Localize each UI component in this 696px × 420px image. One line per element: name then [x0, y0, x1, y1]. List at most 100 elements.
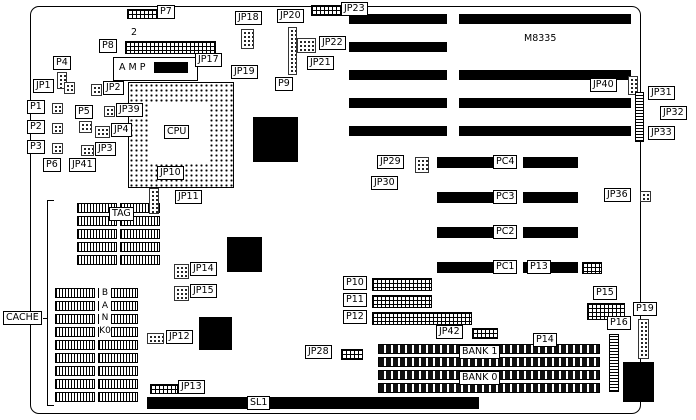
cache-chip [98, 314, 138, 324]
qfp-chip [253, 117, 298, 162]
jumper-label-jp36: JP36 [604, 188, 631, 202]
pin-header [582, 262, 602, 274]
pin-header [587, 303, 625, 320]
isa-slot-segment [349, 14, 447, 24]
pc-slot-segment [437, 262, 493, 273]
pin-header [150, 384, 178, 394]
jumper-block [638, 319, 649, 359]
sl1-slot [147, 397, 479, 409]
connector-label-p3: P3 [27, 140, 45, 154]
cache-bracket-tick [43, 318, 48, 319]
cache-chip [98, 340, 138, 350]
jumper-label-jp21: JP21 [307, 56, 334, 70]
cache-chip [120, 229, 160, 239]
jumper-label-jp23: JP23 [341, 2, 368, 16]
pc-slot-segment [523, 227, 578, 238]
jumper-label-jp2: JP2 [103, 81, 124, 95]
pc-slot-segment [437, 227, 493, 238]
cache-chip [120, 255, 160, 265]
jumper-label-jp15: JP15 [190, 284, 217, 298]
cache-chip [55, 314, 95, 324]
pin-header [125, 41, 216, 54]
jumper-label-jp10: JP10 [157, 166, 184, 180]
isa-slot-segment [349, 70, 447, 80]
pc-slot-segment [523, 157, 578, 168]
jumper-block [640, 191, 651, 202]
cache-chip [55, 288, 95, 298]
slot-label-pc3: PC3 [493, 190, 518, 204]
cache-chip [77, 229, 117, 239]
bank0-label: BANK 0 [459, 371, 501, 385]
cache-bracket-tick [47, 405, 54, 406]
cache-chip [77, 255, 117, 265]
jumper-block [81, 145, 94, 156]
connector-label-p10: P10 [343, 276, 367, 290]
jumper-block [52, 103, 63, 114]
slot-label-pc1: PC1 [493, 260, 518, 274]
cache-chip [98, 379, 138, 389]
pc-slot-segment [437, 192, 493, 203]
connector-label-p15: P15 [593, 286, 617, 300]
cache-bracket-tick [47, 200, 54, 201]
pin-header [311, 5, 341, 16]
jumper-block [64, 82, 75, 94]
connector-label-p11: P11 [343, 293, 367, 307]
jumper-label-jp12: JP12 [166, 330, 193, 344]
connector-label-p4: P4 [53, 56, 71, 70]
pin-header [372, 278, 432, 291]
cache-bank0-vertical-label: BANK0 [99, 286, 111, 338]
connector-label-p5: P5 [75, 105, 93, 119]
edge-connector [635, 92, 644, 142]
jumper-label-jp1: JP1 [33, 79, 54, 93]
cache-chip [55, 379, 95, 389]
cache-chip [55, 353, 95, 363]
tag-label: TAG [109, 207, 134, 221]
jumper-block [174, 264, 189, 279]
jumper-block [288, 27, 297, 75]
jumper-label-jp4: JP4 [111, 123, 132, 137]
cache-chip [120, 242, 160, 252]
pc-slot-segment [437, 157, 493, 168]
cache-bracket-line [47, 200, 48, 406]
jumper-block [628, 76, 638, 95]
jumper-block [147, 333, 164, 344]
connector-label-p9: P9 [275, 77, 293, 91]
connector-label-p16: P16 [607, 316, 631, 330]
jumper-label-jp19: JP19 [231, 65, 258, 79]
jumper-label-jp13: JP13 [178, 380, 205, 394]
jumper-label-jp39: JP39 [116, 103, 143, 117]
connector-label-p2: P2 [27, 120, 45, 134]
jumper-label-jp20: JP20 [277, 9, 304, 23]
jumper-label-jp41: JP41 [69, 158, 96, 172]
isa-slot-segment [459, 98, 631, 108]
amp-connector-bar [154, 62, 188, 73]
jumper-label-jp17: JP17 [195, 53, 222, 67]
cache-chip [98, 392, 138, 402]
jumper-label-jp42: JP42 [436, 325, 463, 339]
jumper-label-jp3: JP3 [95, 142, 116, 156]
jumper-block [91, 84, 102, 96]
cache-chip [98, 288, 138, 298]
jumper-block [149, 188, 159, 214]
slot-label-pc4: PC4 [493, 155, 518, 169]
pin-header [372, 295, 432, 308]
power-connector [623, 362, 654, 402]
qfp-chip [199, 317, 232, 350]
jumper-label-jp40: JP40 [590, 78, 617, 92]
jumper-block [52, 123, 63, 134]
jumper-block [95, 126, 110, 138]
slot-label-pc2: PC2 [493, 225, 518, 239]
connector-label-p1: P1 [27, 100, 45, 114]
cache-chip [55, 366, 95, 376]
pin-header [341, 349, 363, 360]
connector-label-p19: P19 [633, 302, 657, 316]
jumper-label-jp33: JP33 [648, 126, 675, 140]
jumper-label-jp18: JP18 [235, 11, 262, 25]
amp-connector-label: AMP [119, 62, 149, 73]
cache-chip [55, 301, 95, 311]
jumper-block [297, 38, 316, 53]
isa-slot-segment [459, 126, 631, 136]
qfp-chip [227, 237, 262, 272]
isa-slot-segment [349, 98, 447, 108]
